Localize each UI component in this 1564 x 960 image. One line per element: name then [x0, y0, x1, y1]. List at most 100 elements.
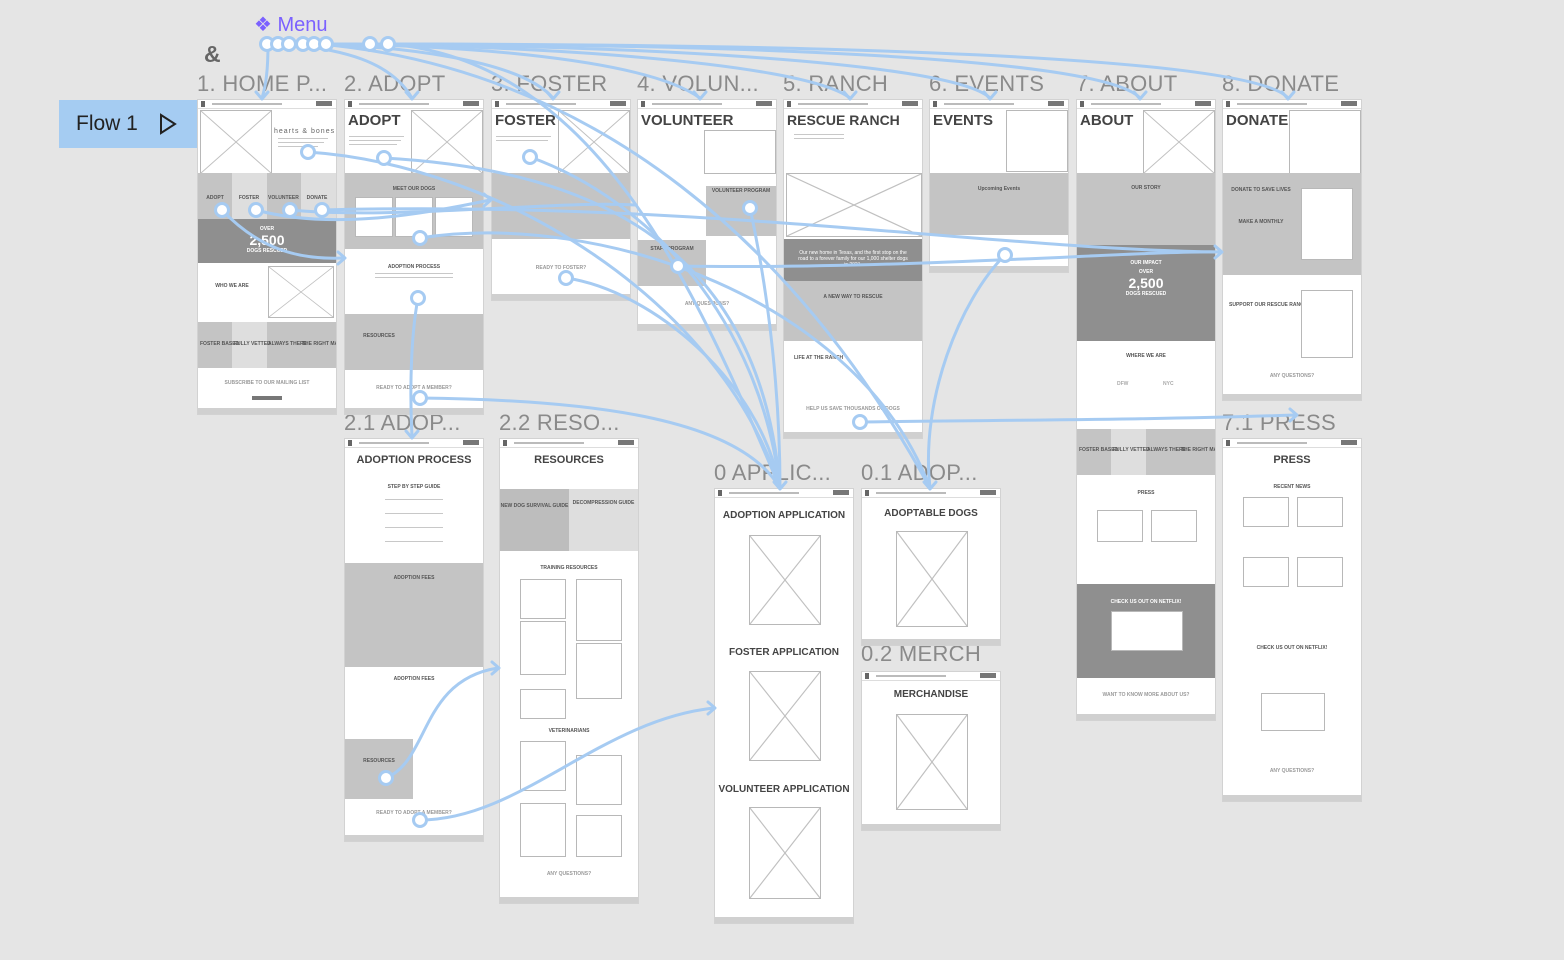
frame-title-applications[interactable]: 0 APPLIC...: [714, 460, 832, 485]
hotspot-handle[interactable]: [412, 390, 428, 406]
hotspot-handle[interactable]: [522, 149, 538, 165]
stat-value: 2,500: [249, 232, 285, 248]
volunteer-app-heading: VOLUNTEER APPLICATION: [718, 784, 850, 795]
frame-press[interactable]: PRESS RECENT NEWS CHECK US OUT ON NETFLI…: [1222, 438, 1362, 802]
page-heading: EVENTS: [933, 112, 994, 129]
hotspot-handle[interactable]: [214, 202, 230, 218]
hotspot-handle[interactable]: [282, 202, 298, 218]
hotspot-handle[interactable]: [410, 290, 426, 306]
component-icon: ❖: [254, 14, 272, 36]
page-heading: ADOPT: [348, 112, 401, 129]
hotspot-handle[interactable]: [314, 202, 330, 218]
who-we-are-heading: WHO WE ARE: [215, 283, 249, 289]
decompression-card[interactable]: DECOMPRESSION GUIDE: [572, 500, 635, 506]
hotspot-handle[interactable]: [378, 770, 394, 786]
resources-heading: RESOURCES: [363, 758, 395, 764]
menu-hotspot-handle[interactable]: [318, 36, 334, 52]
story-heading: OUR STORY: [1131, 185, 1161, 191]
training-heading: TRAINING RESOURCES: [540, 565, 598, 571]
feature-always-there: ALWAYS THERE: [268, 341, 307, 347]
frame-adoptable[interactable]: ADOPTABLE DOGS: [861, 488, 1001, 646]
hotspot-handle[interactable]: [412, 812, 428, 828]
city-dfw: DFW: [1117, 381, 1129, 387]
frame-home[interactable]: hearts & bones ADOPT FOSTER VOLUNTEER DO…: [197, 99, 337, 415]
frame-title-home[interactable]: 1. HOME P...: [197, 71, 328, 96]
frame-donate[interactable]: DONATE DONATE TO SAVE LIVES MAKE A MONTH…: [1222, 99, 1362, 401]
frame-adopt[interactable]: ADOPT MEET OUR DOGS ADOPTION PROCESS RES…: [344, 99, 484, 415]
hotspot-handle[interactable]: [558, 270, 574, 286]
volunteer-program-heading: VOLUNTEER PROGRAM: [711, 188, 771, 194]
hotspot-handle[interactable]: [670, 258, 686, 274]
frame-title-resources[interactable]: 2.2 RESO...: [499, 410, 620, 435]
menu-hotspot-handle[interactable]: [362, 36, 378, 52]
upcoming-heading: Upcoming Events: [977, 186, 1021, 192]
frame-about[interactable]: ABOUT OUR STORY OUR IMPACT OVER 2,500 DO…: [1076, 99, 1216, 721]
where-heading: WHERE WE ARE: [1126, 353, 1166, 359]
page-heading: ADOPTABLE DOGS: [884, 508, 978, 519]
frame-events[interactable]: EVENTS Upcoming Events: [929, 99, 1069, 273]
play-icon: [159, 113, 177, 135]
frame-title-events[interactable]: 6. EVENTS: [929, 71, 1045, 96]
hotspot-handle[interactable]: [852, 414, 868, 430]
component-menu-label[interactable]: ❖ Menu: [254, 12, 328, 37]
fees-heading-2: ADOPTION FEES: [393, 676, 435, 682]
hero-image-placeholder: [200, 110, 272, 174]
hotspot-handle[interactable]: [412, 230, 428, 246]
staff-program-heading: STAFF PROGRAM: [650, 246, 694, 252]
page-heading: ADOPTION PROCESS: [356, 454, 472, 466]
hotspot-handle[interactable]: [997, 247, 1013, 263]
frame-merch[interactable]: MERCHANDISE: [861, 671, 1001, 831]
hotspot-handle[interactable]: [742, 200, 758, 216]
logo-text: hearts & bones: [274, 128, 336, 135]
city-nyc: NYC: [1163, 381, 1174, 387]
feature-fully-vetted: FULLY VETTED: [1113, 447, 1150, 453]
frame-title-volunteer[interactable]: 4. VOLUN...: [637, 71, 759, 96]
survival-guide-card[interactable]: NEW DOG SURVIVAL GUIDE: [500, 503, 569, 509]
frame-title-donate[interactable]: 8. DONATE: [1222, 71, 1340, 96]
frame-title-press[interactable]: 7.1 PRESS: [1222, 410, 1336, 435]
subscribe-button[interactable]: [252, 396, 282, 400]
frame-title-adopt[interactable]: 2. ADOPT: [344, 71, 446, 96]
frame-adoption-process[interactable]: ADOPTION PROCESS STEP BY STEP GUIDE ADOP…: [344, 438, 484, 842]
feature-always-there: ALWAYS THERE: [1147, 447, 1186, 453]
tile-donate[interactable]: DONATE: [306, 195, 328, 201]
frame-title-ranch[interactable]: 5. RANCH: [783, 71, 889, 96]
feature-fully-vetted: FULLY VETTED: [234, 341, 271, 347]
meet-dogs-heading: MEET OUR DOGS: [392, 186, 436, 192]
frame-title-about[interactable]: 7. ABOUT: [1076, 71, 1178, 96]
frame-title-foster[interactable]: 3. FOSTER: [491, 71, 608, 96]
page-heading: ABOUT: [1080, 112, 1134, 129]
guide-heading: STEP BY STEP GUIDE: [387, 484, 441, 490]
image-placeholder: [268, 266, 334, 318]
frame-title-adoption-process[interactable]: 2.1 ADOP...: [344, 410, 461, 435]
frame-title-merch[interactable]: 0.2 MERCH: [861, 641, 982, 666]
flow-start-button[interactable]: Flow 1: [59, 100, 197, 148]
stat-prefix: OVER: [1138, 269, 1154, 275]
frame-title-adoptable[interactable]: 0.1 ADOP...: [861, 460, 978, 485]
foster-app-heading: FOSTER APPLICATION: [729, 647, 839, 658]
hotspot-handle[interactable]: [248, 202, 264, 218]
nav-bar: [198, 100, 336, 109]
frame-applications[interactable]: ADOPTION APPLICATION FOSTER APPLICATION …: [714, 488, 854, 924]
menu-text: Menu: [277, 14, 328, 36]
page-heading: VOLUNTEER: [641, 112, 734, 129]
flow-label: Flow 1: [76, 112, 138, 135]
frame-volunteer[interactable]: VOLUNTEER VOLUNTEER PROGRAM STAFF PROGRA…: [637, 99, 777, 331]
help-heading: HELP US SAVE THOUSANDS OF DOGS: [806, 406, 900, 412]
frame-resources[interactable]: RESOURCES NEW DOG SURVIVAL GUIDE DECOMPR…: [499, 438, 639, 904]
feature-foster-based: FOSTER BASED: [200, 341, 240, 347]
support-heading: SUPPORT OUR RESCUE RANCH: [1229, 302, 1308, 308]
tile-foster[interactable]: FOSTER: [238, 195, 260, 201]
hotspot-handle[interactable]: [376, 150, 392, 166]
hotspot-handle[interactable]: [300, 144, 316, 160]
tile-volunteer[interactable]: VOLUNTEER: [268, 195, 299, 201]
ready-adopt-heading: READY TO ADOPT A MEMBER?: [376, 385, 452, 391]
frame-ranch[interactable]: RESCUE RANCH Our new home in Texas, and …: [783, 99, 923, 439]
impact-heading: OUR IMPACT: [1130, 260, 1162, 266]
feature-right-match: THE RIGHT MATCH: [1181, 447, 1215, 453]
feature-right-match: THE RIGHT MATCH: [302, 341, 336, 347]
menu-hotspot-handle[interactable]: [380, 36, 396, 52]
stat-label: DOGS RESCUED: [246, 248, 288, 254]
process-heading: ADOPTION PROCESS: [387, 264, 441, 270]
tile-adopt[interactable]: ADOPT: [206, 195, 224, 201]
